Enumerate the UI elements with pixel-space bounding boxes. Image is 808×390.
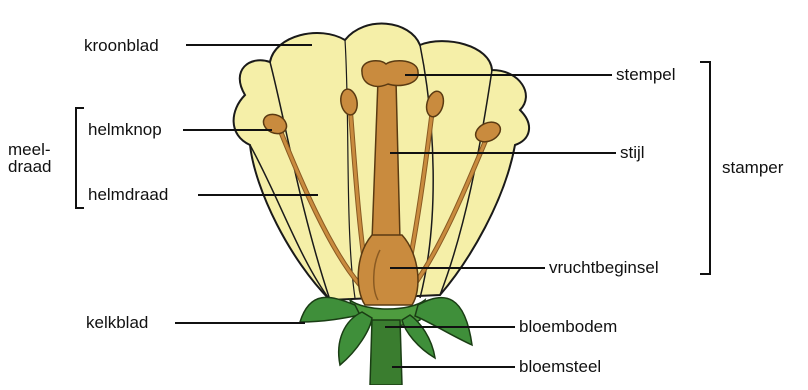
label-bloembodem: bloembodem [519, 318, 617, 335]
label-helmknop: helmknop [88, 121, 162, 138]
label-bloemsteel: bloemsteel [519, 358, 601, 375]
label-stamper: stamper [722, 159, 783, 176]
label-meeldraad-line1: meel- [8, 141, 51, 158]
bracket-meeldraad [76, 108, 84, 208]
sepal-left2 [339, 312, 372, 365]
pistil-stigma [362, 61, 418, 87]
bracket-stamper [700, 62, 710, 274]
label-meeldraad: meel- draad [8, 141, 51, 175]
label-stijl: stijl [620, 144, 645, 161]
label-meeldraad-line2: draad [8, 158, 51, 175]
label-helmdraad: helmdraad [88, 186, 168, 203]
label-kelkblad: kelkblad [86, 314, 148, 331]
stem-shape [370, 320, 402, 385]
label-kroonblad: kroonblad [84, 37, 159, 54]
label-vruchtbeginsel: vruchtbeginsel [549, 259, 659, 276]
pistil-ovary [358, 235, 418, 305]
label-stempel: stempel [616, 66, 676, 83]
